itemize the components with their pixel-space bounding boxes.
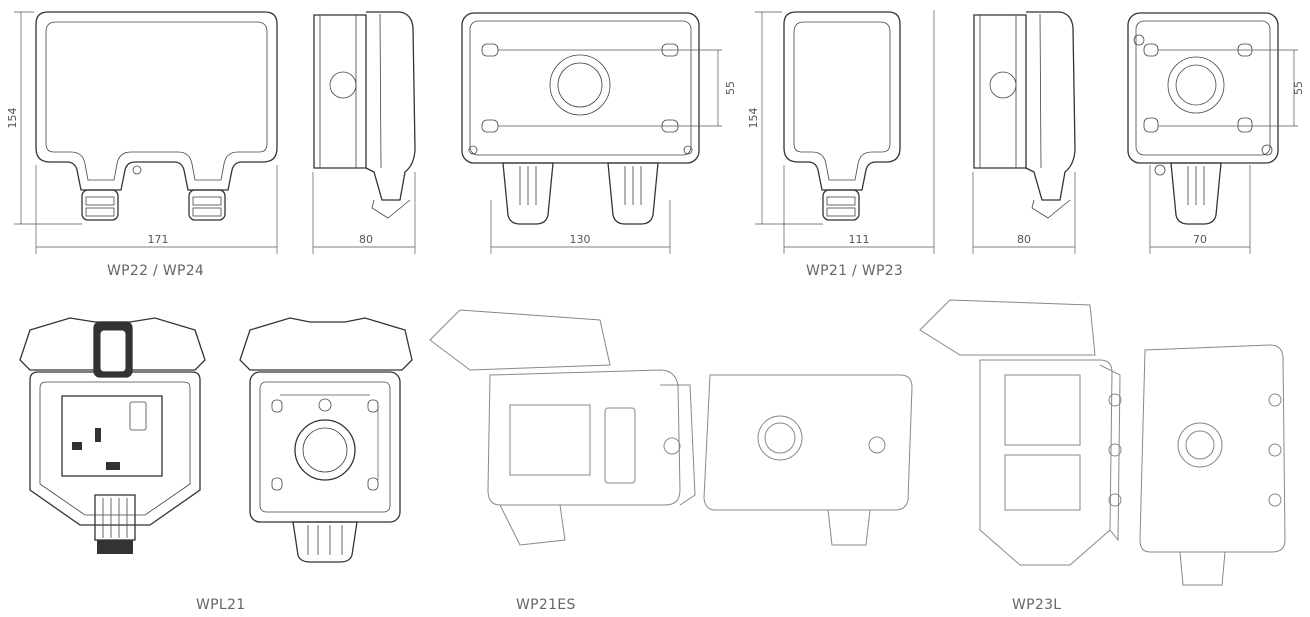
dim-wp21-hole-spacing: 55 xyxy=(1292,81,1305,95)
caption-wpl21: WPL21 xyxy=(196,597,246,613)
caption-wp22-wp24: WP22 / WP24 xyxy=(107,263,205,279)
dim-wp21-back-width: 70 xyxy=(1193,233,1207,246)
caption-wp23l: WP23L xyxy=(1012,597,1062,613)
dim-wp22-depth: 80 xyxy=(359,233,373,246)
wp22-front-view xyxy=(14,11,278,254)
wp21-front-view xyxy=(755,10,935,254)
dim-wp22-height: 154 xyxy=(6,108,19,129)
dim-wp21-height: 154 xyxy=(747,108,760,129)
wp22-back-view xyxy=(461,12,722,254)
wp21es-drawings xyxy=(429,309,913,546)
wp21-side-view xyxy=(972,11,1076,254)
caption-wp21-wp23: WP21 / WP23 xyxy=(806,263,904,279)
wp23l-drawings xyxy=(919,299,1286,586)
wpl21-front-drawing xyxy=(19,317,206,554)
dim-wp22-hole-spacing: 55 xyxy=(724,81,737,95)
wp22-side-view xyxy=(312,11,416,254)
dim-wp21-depth: 80 xyxy=(1017,233,1031,246)
dim-wp21-width: 111 xyxy=(849,233,870,246)
dim-wp22-width: 171 xyxy=(148,233,169,246)
wpl21-back-drawing xyxy=(239,317,413,563)
wp21-back-view xyxy=(1127,12,1298,254)
dim-wp22-back-width: 130 xyxy=(570,233,591,246)
caption-wp21es: WP21ES xyxy=(516,597,576,613)
